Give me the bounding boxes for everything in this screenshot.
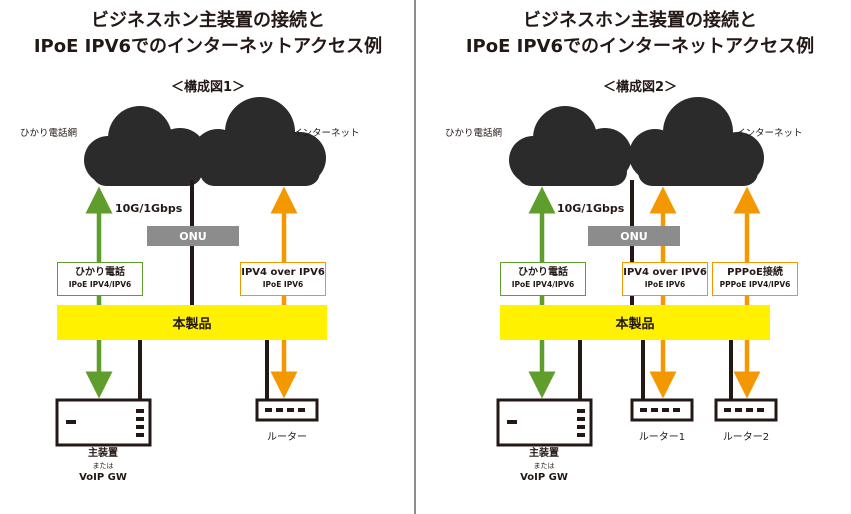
router-icon	[714, 398, 778, 422]
hikari-denwa-box: ひかり電話 IPoE IPV4/IPV6	[57, 262, 143, 296]
product-bar: 本製品	[500, 305, 770, 340]
diagram-subtitle: ＜構成図1＞	[170, 80, 246, 95]
pbx-device-icon	[496, 398, 593, 447]
pbx-line1: 主装置	[88, 448, 118, 459]
box-line2: IPoE IPV4/IPV6	[68, 280, 132, 289]
hikari-denwa-box: ひかり電話 IPoE IPV4/IPV6	[500, 262, 586, 296]
box-line1: IPV4 over IPV6	[241, 267, 325, 278]
router-icon	[630, 398, 694, 422]
box-line1: IPV4 over IPV6	[623, 267, 707, 278]
pbx-label: 主装置 または VoIP GW	[504, 448, 584, 484]
speed-label: 10G/1Gbps	[115, 202, 183, 215]
cloud-label-internet: インターネット	[736, 128, 803, 139]
box-line1: ひかり電話	[518, 267, 568, 278]
title-line2: IPoE IPV6でのインターネットアクセス例	[33, 36, 383, 57]
product-bar: 本製品	[57, 305, 327, 340]
cloud-icon	[509, 106, 632, 186]
diagram-title: ビジネスホン主装置の接続と IPoE IPV6でのインターネットアクセス例	[8, 8, 408, 60]
speed-label: 10G/1Gbps	[557, 202, 625, 215]
ipv4-over-ipv6-box: IPV4 over IPV6 IPoE IPV6	[240, 262, 326, 296]
box-line2: IPoE IPV4/IPV6	[511, 280, 575, 289]
router-icon	[255, 398, 319, 422]
diagram-title: ビジネスホン主装置の接続と IPoE IPV6でのインターネットアクセス例	[440, 8, 840, 60]
title-line1: ビジネスホン主装置の接続と	[91, 10, 325, 31]
pbx-device-icon	[55, 398, 152, 447]
router-label: ルーター	[267, 432, 307, 443]
onu-box: ONU	[147, 226, 239, 246]
pbx-line1: 主装置	[529, 448, 559, 459]
cloud-label-hikari: ひかり電話網	[445, 128, 503, 139]
pbx-line3: VoIP GW	[520, 472, 568, 483]
title-line2: IPoE IPV6でのインターネットアクセス例	[465, 36, 815, 57]
pbx-label: 主装置 または VoIP GW	[63, 448, 143, 484]
pbx-line3: VoIP GW	[79, 472, 127, 483]
box-line2: PPPoE IPV4/IPV6	[719, 280, 791, 289]
cloud-icon	[192, 97, 326, 186]
box-line2: IPoE IPV6	[644, 280, 686, 289]
box-line2: IPoE IPV6	[262, 280, 304, 289]
title-line1: ビジネスホン主装置の接続と	[523, 10, 757, 31]
diagram-subtitle: ＜構成図2＞	[602, 80, 678, 95]
box-line1: PPPoE接続	[727, 267, 783, 278]
pbx-line2: または	[533, 462, 555, 470]
ipv4-over-ipv6-box: IPV4 over IPV6 IPoE IPV6	[622, 262, 708, 296]
pppoe-box: PPPoE接続 PPPoE IPV4/IPV6	[712, 262, 798, 296]
cloud-label-hikari: ひかり電話網	[20, 128, 78, 139]
cloud-icon	[84, 106, 207, 186]
cloud-icon	[629, 97, 764, 186]
router-label: ルーター1	[638, 432, 686, 443]
box-line1: ひかり電話	[75, 267, 125, 278]
cloud-label-internet: インターネット	[293, 128, 360, 139]
onu-box: ONU	[588, 226, 680, 246]
router-label: ルーター2	[722, 432, 770, 443]
pbx-line2: または	[92, 462, 114, 470]
